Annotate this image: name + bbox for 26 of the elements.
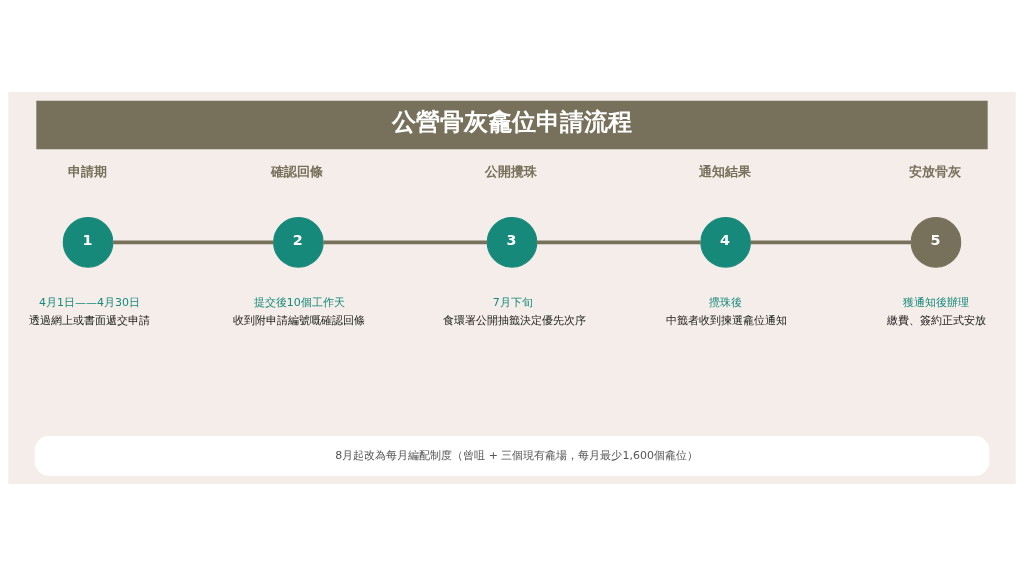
node-label: 食環署公開抽籤決定優先次序 — [442, 313, 586, 327]
node-circle: 3 — [486, 217, 538, 268]
node-circle: 1 — [62, 217, 114, 268]
node-label: 確認回條 — [271, 163, 324, 179]
connector — [113, 240, 274, 245]
node-label: 通知結果 — [698, 163, 751, 179]
node-label: 安放骨灰 — [908, 163, 961, 179]
node-label: 獲通知後辦理 — [903, 296, 970, 310]
node-label: 收到附申請編號嘅確認回條 — [233, 313, 366, 327]
connector — [323, 240, 487, 245]
node-label: 提交後10個工作天 — [253, 296, 345, 310]
diagram-title: 公營骨灰龕位申請流程 — [391, 108, 632, 137]
connector — [750, 240, 911, 245]
node-label: 7月下旬 — [492, 296, 533, 310]
node-label: 攪珠後 — [709, 296, 743, 310]
connector — [537, 240, 701, 245]
node-label: 中籤者收到揀選龕位通知 — [666, 313, 788, 327]
node-circle: 4 — [700, 217, 751, 268]
node-label: 4月1日——4月30日 — [39, 296, 141, 310]
node-label: 繳費、簽約正式安放 — [887, 313, 987, 327]
node-circle: 2 — [273, 217, 324, 268]
node-circle: 5 — [910, 217, 962, 268]
node-label: 透過網上或書面遞交申請 — [28, 313, 150, 327]
node-label: 申請期 — [67, 163, 107, 179]
label: 8月起改為每月編配制度（曾咀 + 三個現有龕場，每月最少1,600個龕位） — [335, 449, 698, 463]
node-label: 公開攪珠 — [485, 163, 538, 179]
